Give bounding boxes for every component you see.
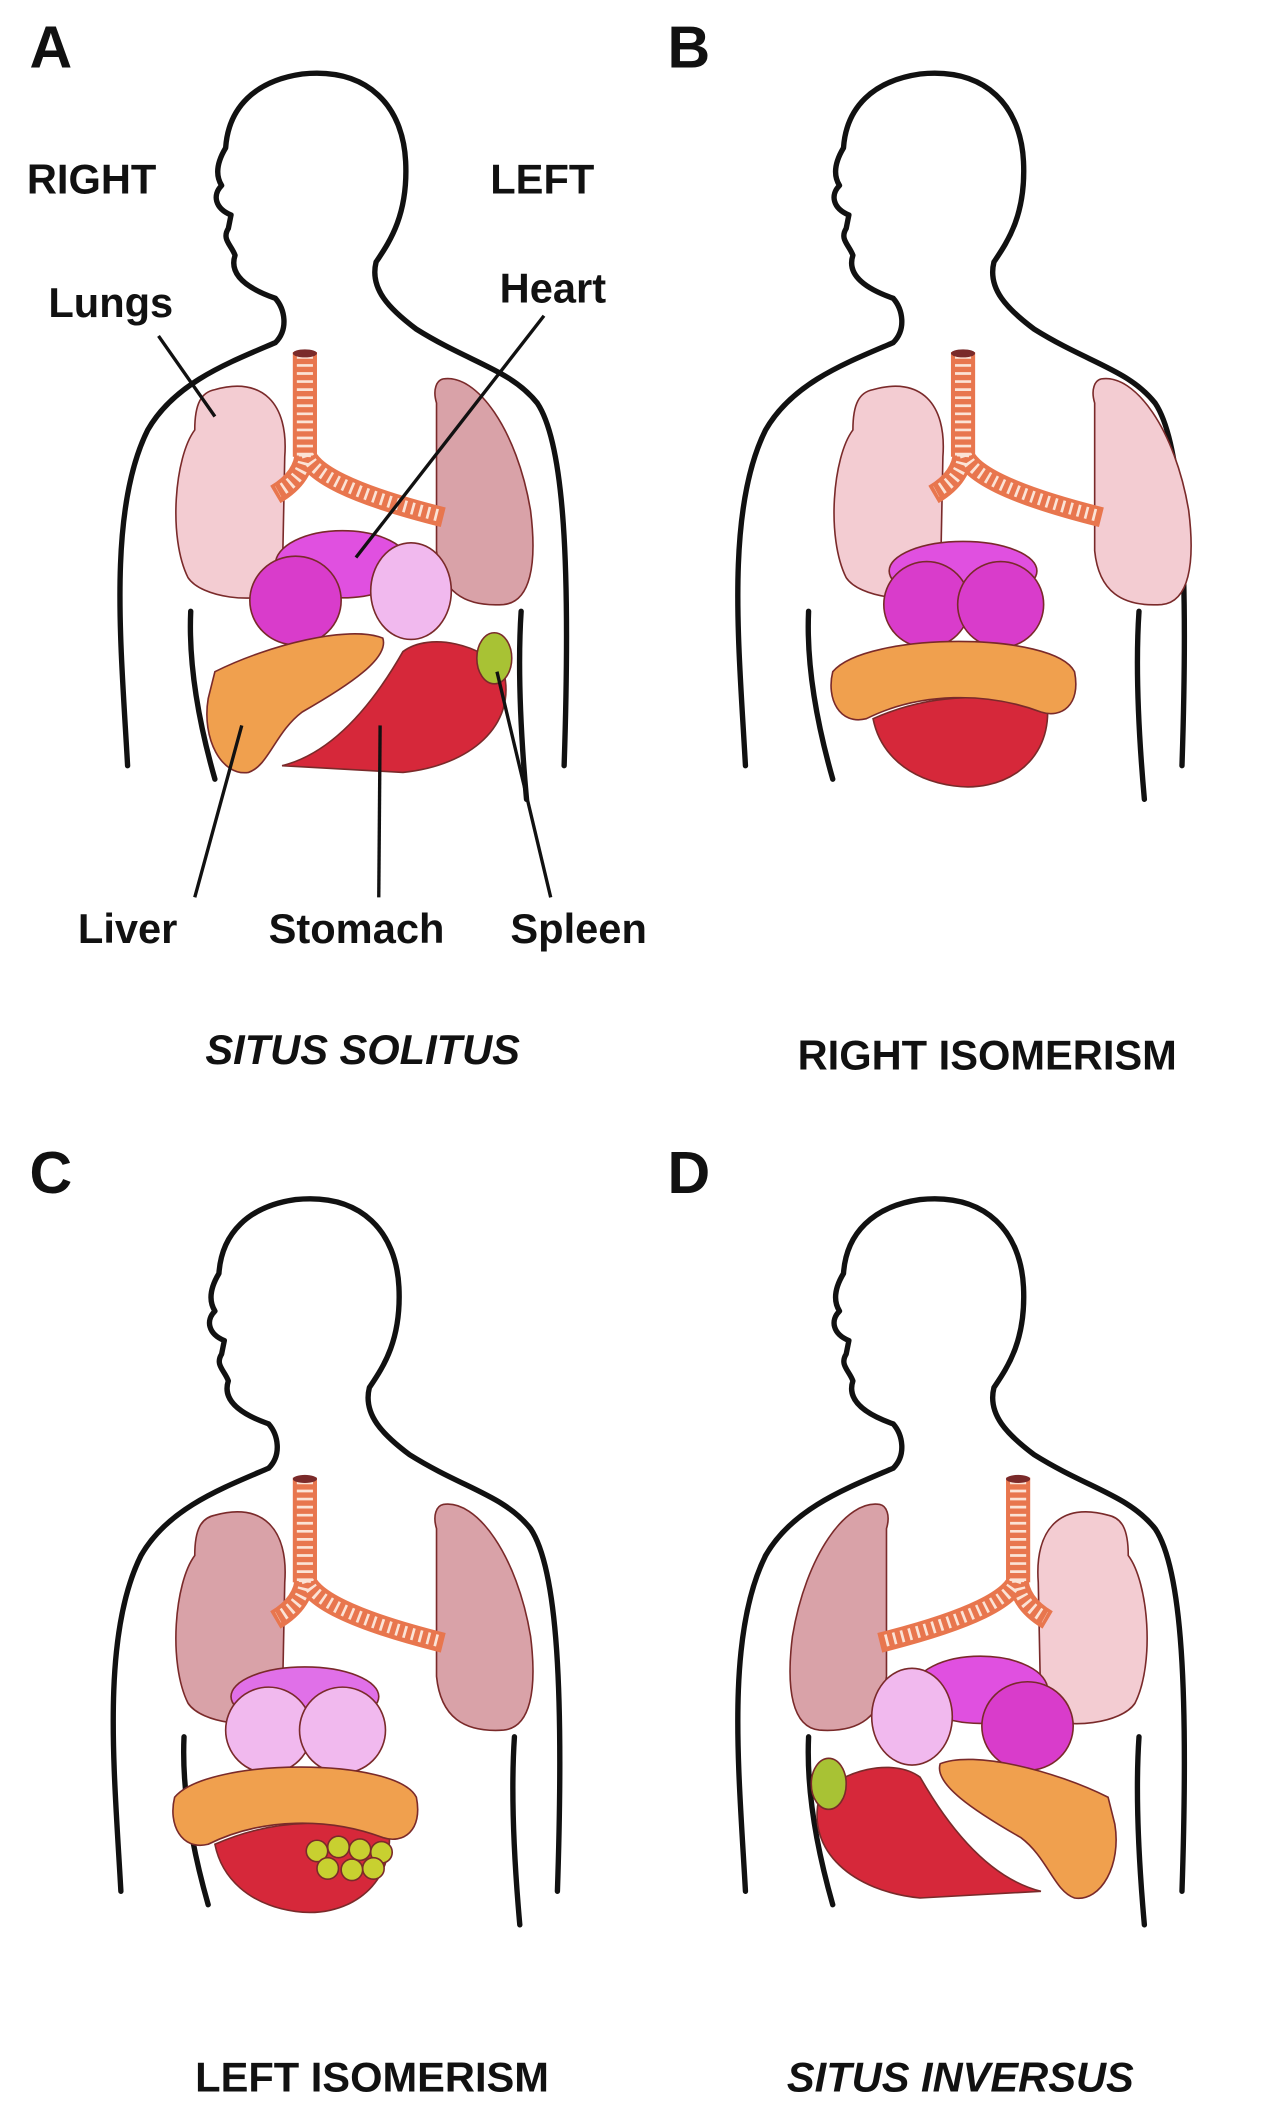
- heart-leader: [354, 314, 546, 559]
- left-side-label: LEFT: [490, 156, 594, 203]
- stomach: [872, 696, 1049, 788]
- stomach-label: Stomach: [269, 905, 445, 952]
- heart-chamber: [298, 1686, 387, 1774]
- heart-chamber: [956, 560, 1045, 649]
- right-type-lung: [1092, 377, 1192, 606]
- liver-label: Liver: [78, 905, 178, 952]
- organs-left-isomerism: [172, 1475, 534, 1914]
- title-situs-solitus: SITUS SOLITUS: [205, 1026, 520, 1073]
- left-lung: [434, 377, 534, 606]
- lungs-leader: [157, 334, 217, 418]
- liver: [206, 633, 385, 774]
- organs-situs-inversus: [790, 1475, 1147, 1898]
- title-situs-inversus: SITUS INVERSUS: [787, 2053, 1134, 2100]
- title-right-isomerism: RIGHT ISOMERISM: [798, 1031, 1177, 1078]
- organs-right-isomerism: [830, 349, 1192, 788]
- title-left-isomerism: LEFT ISOMERISM: [195, 2053, 549, 2100]
- stomach-leader: [377, 725, 382, 898]
- organs-situs-solitus: [175, 349, 534, 774]
- trachea: [275, 349, 443, 517]
- heart-label: Heart: [500, 264, 607, 311]
- liver: [172, 1766, 419, 1847]
- trachea: [933, 349, 1101, 517]
- heart-left-chamber: [369, 541, 453, 641]
- trachea: [275, 1475, 443, 1643]
- panel-letter-a: A: [30, 14, 73, 80]
- heart-right-chamber: [249, 555, 342, 646]
- left-lung: [434, 1503, 534, 1732]
- spleen-leader: [495, 671, 553, 898]
- right-side-label: RIGHT: [27, 156, 157, 203]
- stomach: [281, 641, 507, 774]
- liver-leader: [193, 724, 244, 898]
- panel-letter-c: C: [30, 1140, 73, 1206]
- spleen-label: Spleen: [510, 905, 646, 952]
- liver: [830, 640, 1077, 721]
- lungs-label: Lungs: [48, 279, 173, 326]
- spleen: [476, 631, 513, 685]
- panel-letter-d: D: [668, 1140, 711, 1206]
- panel-letter-b: B: [668, 14, 711, 80]
- polysplenia: [305, 1835, 394, 1882]
